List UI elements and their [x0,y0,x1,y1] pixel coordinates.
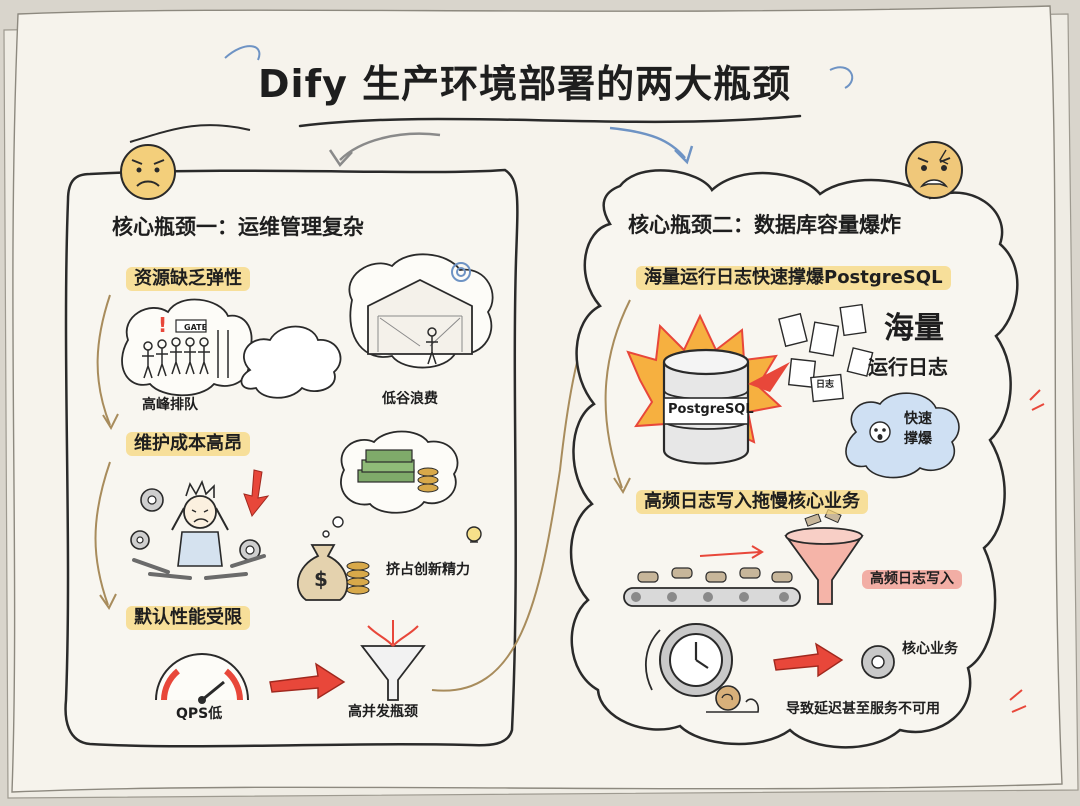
slow-clock-illustration [645,623,733,697]
flow-arrow-2 [94,461,111,606]
empty-warehouse-illustration [348,253,494,369]
innovation-drain-caption: 挤占创新精力 [386,562,470,578]
db-item-2: 高频日志写入拖慢核心业务 [636,490,868,514]
funnel-icon [784,508,864,605]
right-flow-arrow-head [613,477,631,495]
red-arrow-icon [773,642,844,678]
conveyor-belt-illustration [623,545,801,607]
peak-queue-caption: 高峰排队 [142,397,198,413]
flow-arrow-1 [96,294,111,426]
gear-icon [140,488,164,512]
core-business-label: 核心业务 [902,641,958,657]
title-arrow-left [339,132,441,161]
page-title: Dify 生产环境部署的两大瓶颈 [258,62,792,106]
funnel-icon [360,620,426,701]
title-arrow-right [609,126,686,159]
bottleneck-item-2: 维护成本高昂 [126,432,250,456]
bottleneck-item-1: 资源缺乏弹性 [126,267,250,291]
crack-burst [748,362,790,392]
qps-low-caption: QPS低 [176,706,223,722]
left-panel-heading: 核心瓶颈一：运维管理复杂 [112,215,364,239]
massive-text: 海量 [884,311,944,346]
delay-caption: 导致延迟甚至服务不可用 [786,701,940,717]
worried-face-icon [120,144,176,200]
right-flow-arrow [604,299,631,489]
svg-text:!: ! [158,313,167,337]
panic-cloud-icon [845,392,960,479]
fast-text: 快速 [904,411,932,427]
blue-swirl-doodle [224,45,261,61]
high-freq-write-label: 高频日志写入 [862,570,962,590]
valley-waste-caption: 低谷浪费 [382,391,438,407]
runtime-logs-text: 运行日志 [868,355,948,379]
bottleneck-item-3: 默认性能受限 [126,606,250,630]
title-arrow-left-head [328,149,353,168]
gear-icon [130,530,150,550]
log-doc-label: 日志 [816,380,835,390]
gear-icon [861,645,895,679]
right-panel-heading: 核心瓶颈二：数据库容量爆炸 [628,213,901,237]
spark-doodle-right [1009,689,1027,713]
flying-documents-illustration [778,303,874,403]
stressed-person-illustration [130,469,270,580]
lightbulb-icon [466,526,482,543]
red-arrow-icon [269,662,346,700]
concurrency-bottleneck-caption: 高并发瓶颈 [348,704,418,720]
postgresql-label: PostgreSQL [668,402,754,417]
speed-gauge-icon [155,653,249,704]
flow-arrow-1-head [102,413,119,431]
thought-cloud [240,325,342,399]
flow-arrow-2-head [99,593,117,610]
scared-face-icon [905,141,963,199]
blue-swirl-doodle-right [829,66,854,89]
database-icon [662,348,750,465]
svg-text:$: $ [314,567,328,591]
money-stack-illustration [322,430,459,538]
snail-icon [706,685,760,713]
title-curl-left [129,124,251,143]
db-item-1: 海量运行日志快速撑爆PostgreSQL [636,266,951,290]
queue-illustration: ! [121,298,253,397]
spark-doodle [1029,389,1045,411]
burst-text: 撑爆 [904,431,932,447]
gear-icon [239,539,261,561]
money-bag-icon: $ [297,544,370,601]
title-arrow-right-head [674,145,694,165]
title-underline [298,114,802,128]
gate-sign: GATE [184,323,208,332]
